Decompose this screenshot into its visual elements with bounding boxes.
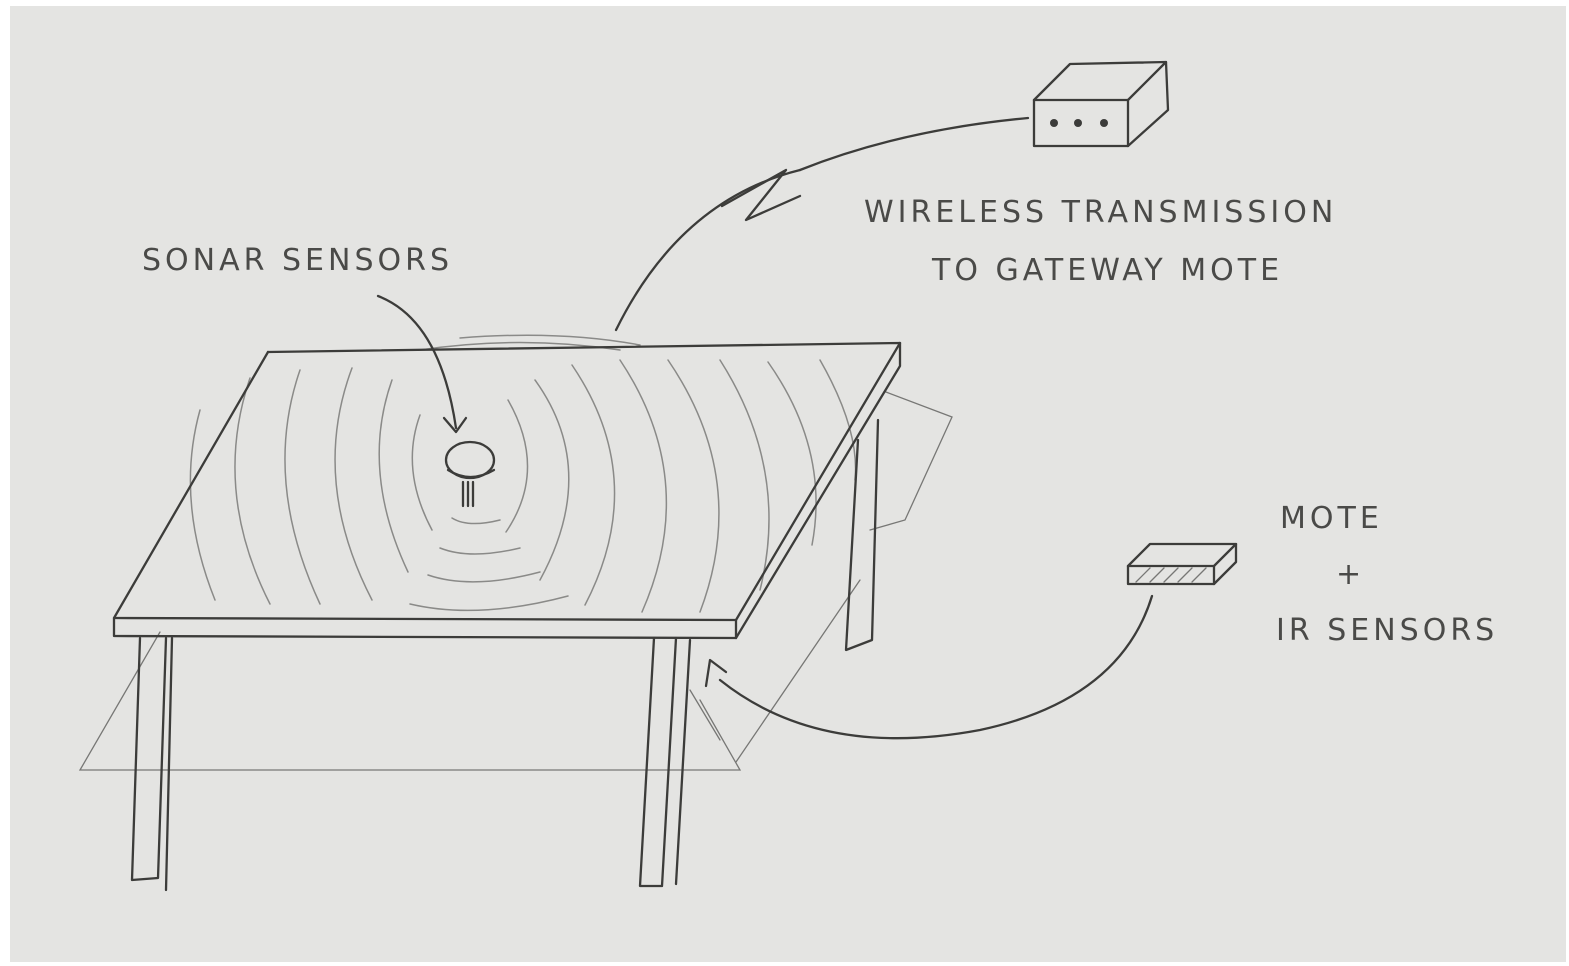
ir-mote-board — [1128, 544, 1236, 584]
sonar-waves — [190, 335, 855, 612]
ir-sensors-label: IR SENSORS — [1276, 613, 1498, 648]
ir-mote-connector — [706, 596, 1152, 738]
gateway-mote-box — [1034, 62, 1168, 146]
sonar-sensor-device — [446, 442, 494, 506]
plus-label: + — [1336, 557, 1365, 592]
sonar-sensors-label: SONAR SENSORS — [142, 243, 453, 278]
sonar-pointer-arrow — [378, 296, 466, 432]
mote-label: MOTE — [1280, 501, 1383, 536]
table — [114, 343, 900, 890]
gateway-mote-label: TO GATEWAY MOTE — [931, 253, 1283, 288]
wireless-transmission-label: WIRELESS TRANSMISSION — [864, 195, 1337, 230]
